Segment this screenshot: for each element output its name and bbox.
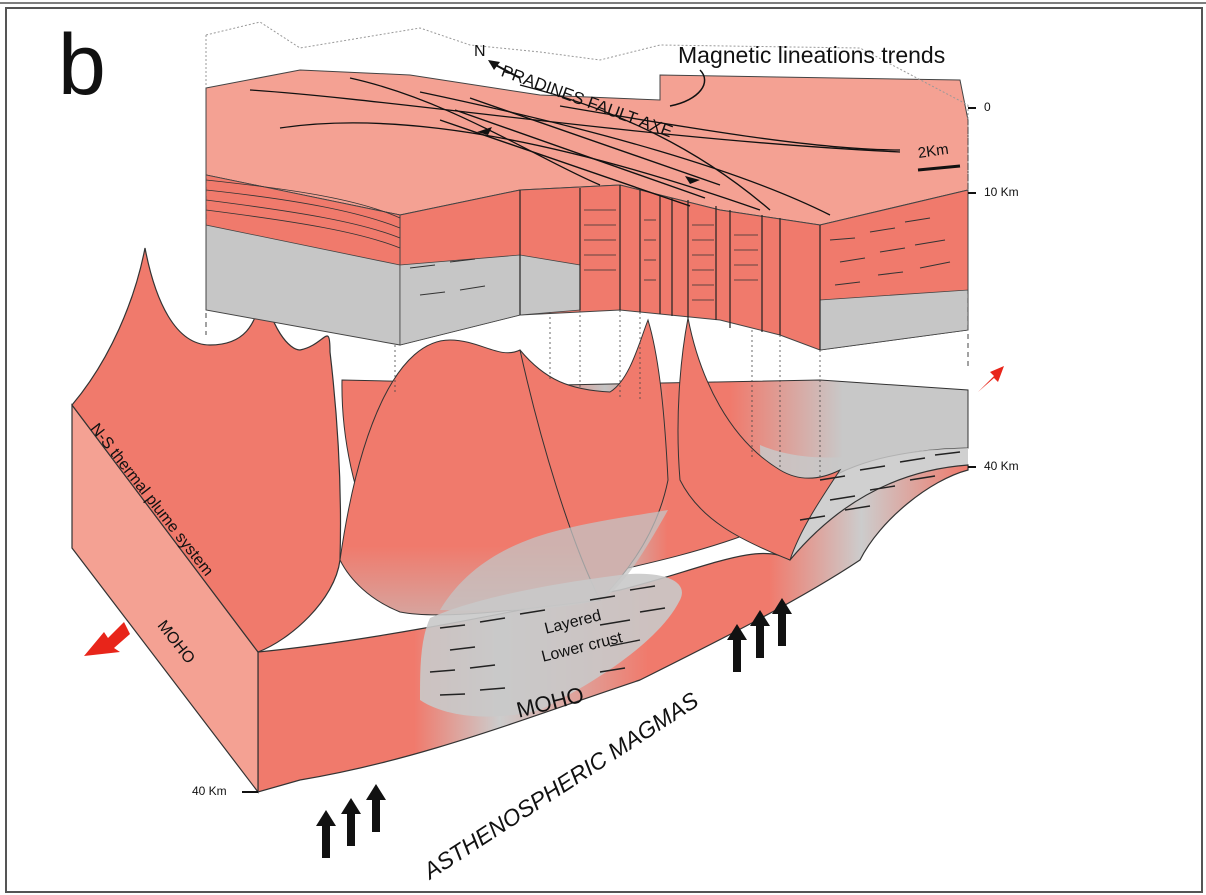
magma-arrows-right [727,598,792,672]
upper-block-ghost-outline [205,21,969,190]
depth-label-10km: 10 Km [984,185,1019,199]
depth-label-40km-right: 40 Km [984,459,1019,473]
fault-motion-arrow-1 [477,127,492,135]
layering-dashes [429,451,961,696]
north-arrow-head [488,60,500,70]
fault-motion-arrow-2 [685,176,700,184]
red-arrow-left [84,622,130,656]
magnetic-leader [669,69,706,107]
depth-label-0: 0 [984,100,991,114]
slab-hatching [584,209,758,301]
slab-projection-dots [394,310,821,480]
red-arrow-right [978,366,1004,392]
top-surface-layer-lines [205,179,401,249]
depth-ticks [242,107,976,793]
figure-frame [5,7,1203,893]
fault-axis-lines [439,97,721,207]
plume-crests [71,247,342,653]
depth-label-40km-left: 40 Km [192,784,227,798]
dome-wall-3 [677,317,842,561]
right-interfingering [409,217,951,296]
upper-front-grey-base-right [819,289,969,351]
north-label: N [474,43,486,60]
scale-label: 2Km [916,140,950,162]
magma-arrows-left [316,784,386,858]
upper-front-grey-base [399,254,581,346]
layered-lower-crust [420,573,682,717]
projection-lines [205,88,969,370]
panel-label: b [58,17,106,113]
fault-slabs [519,185,821,350]
scale-bar [917,164,961,172]
magnetic-lineations-label: Magnetic lineations trends [678,42,946,68]
